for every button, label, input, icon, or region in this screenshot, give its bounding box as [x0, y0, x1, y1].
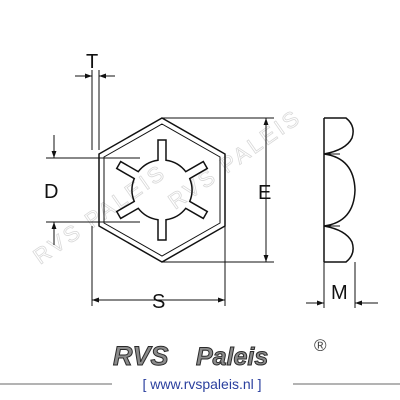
washer-side-view [323, 117, 356, 263]
dimension-s [91, 226, 226, 306]
label-t: T [86, 51, 98, 73]
star-hole [115, 139, 209, 241]
logo-paleis: Paleis [196, 343, 268, 371]
label-e: E [258, 182, 271, 204]
dimension-d [46, 135, 140, 245]
svg-text:RVS PALEIS: RVS PALEIS [164, 104, 306, 214]
dimension-t [75, 70, 115, 150]
star-hole-outline [115, 139, 209, 241]
label-d: D [44, 181, 58, 203]
logo-rvs: RVS [113, 341, 169, 371]
registered-mark: ® [314, 336, 327, 355]
dimension-m [306, 262, 378, 308]
brand-logo: RVS Paleis ® [113, 336, 328, 372]
dimension-e [162, 117, 274, 263]
label-s: S [152, 291, 165, 313]
website-link[interactable]: [ www.rvspaleis.nl ] [142, 376, 261, 392]
label-m: M [331, 282, 348, 304]
hexagon-inner-outline [103, 123, 221, 257]
